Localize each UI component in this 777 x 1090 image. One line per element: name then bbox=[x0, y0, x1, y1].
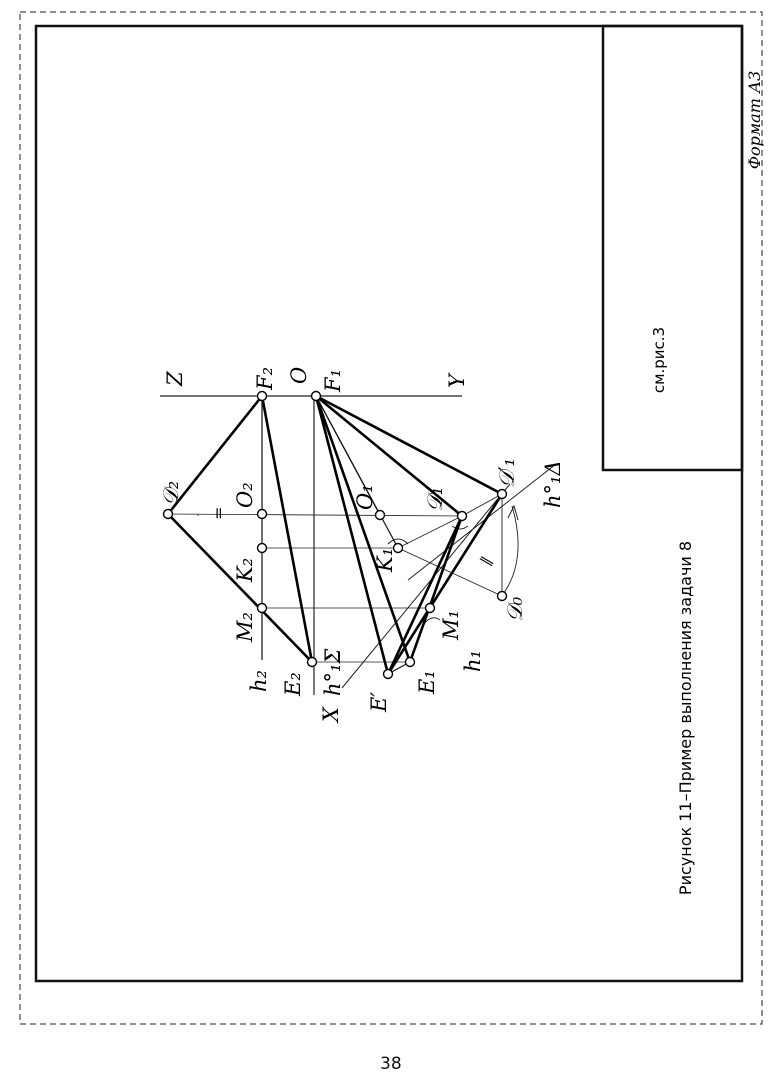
figure-caption: Рисунок 11–Пример выполнения задачи 8 bbox=[676, 541, 695, 895]
label-y: Y bbox=[445, 372, 469, 388]
edge-f1-o1 bbox=[315, 395, 381, 516]
point-m1 bbox=[424, 602, 436, 614]
k1-d0 bbox=[397, 547, 503, 597]
rotation-arrow bbox=[507, 504, 519, 521]
label-h1delta: h°₁Δ bbox=[541, 460, 565, 508]
right-angle-d1 bbox=[451, 525, 469, 530]
edge-d1-e1 bbox=[408, 514, 464, 664]
right-angle-k1 bbox=[387, 538, 409, 545]
point-d1 bbox=[456, 510, 468, 522]
trace-h1delta bbox=[407, 463, 557, 581]
format-label: Формат А3 bbox=[745, 71, 764, 170]
label-x: X bbox=[319, 706, 343, 724]
outer-frame bbox=[19, 11, 763, 1025]
label-f2: F₂ bbox=[253, 367, 277, 391]
edge-d2-e2 bbox=[166, 512, 314, 664]
point-o2 bbox=[256, 508, 268, 520]
label-d1p: 𝒟′₁ bbox=[495, 458, 519, 488]
object-lines bbox=[166, 394, 504, 676]
label-origin: O bbox=[287, 367, 311, 384]
edge-f1-d1 bbox=[314, 394, 464, 518]
label-e2: E₂ bbox=[281, 672, 305, 697]
trace-h1sigma bbox=[341, 483, 511, 689]
mark-double: ‖ bbox=[478, 554, 495, 568]
label-m1: M₁ bbox=[439, 610, 463, 641]
label-o1: O₁ bbox=[353, 484, 377, 510]
edge-f1-e1 bbox=[314, 394, 412, 664]
page-number: 38 bbox=[380, 1054, 402, 1074]
rotation-arc bbox=[501, 505, 519, 597]
point-e2 bbox=[306, 656, 318, 668]
label-ep: E′ bbox=[367, 692, 391, 713]
label-h1sigma: h°₁Σ bbox=[321, 649, 345, 696]
construction bbox=[160, 395, 557, 695]
edge-f2-d2 bbox=[166, 394, 264, 516]
point-d0 bbox=[496, 590, 508, 602]
point-o1 bbox=[374, 509, 386, 521]
label-d1: 𝒟₁ bbox=[423, 487, 447, 512]
inner-frame bbox=[34, 24, 744, 983]
label-e1: E₁ bbox=[415, 670, 439, 695]
points bbox=[162, 390, 508, 680]
label-k1: K₁ bbox=[373, 548, 397, 573]
edge-d1p-ep bbox=[386, 492, 504, 676]
label-o2: O₂ bbox=[233, 482, 257, 508]
point-d2 bbox=[162, 508, 174, 520]
edge-d1-ep bbox=[386, 514, 464, 676]
proj-o bbox=[167, 513, 463, 517]
label-k2: K₂ bbox=[233, 558, 257, 583]
d1-d1p bbox=[461, 493, 503, 517]
point-d1p bbox=[496, 488, 508, 500]
label-d0: 𝒟₀ bbox=[503, 596, 527, 622]
point-e1 bbox=[404, 656, 416, 668]
point-m2 bbox=[256, 602, 268, 614]
label-d2: 𝒟₂ bbox=[159, 481, 183, 506]
title-block bbox=[601, 24, 744, 472]
point-f1 bbox=[310, 390, 322, 402]
point-k1 bbox=[392, 542, 404, 554]
label-h1: h₁ bbox=[461, 650, 485, 672]
labels: Z O Y X F₂ F₁ 𝒟₂ O₂ O₁ 𝒟₁ 𝒟′₁ K₂ K₁ M₂ M… bbox=[159, 367, 565, 724]
point-ep bbox=[382, 668, 394, 680]
label-f1: F₁ bbox=[321, 369, 345, 393]
edge-f1-ep bbox=[314, 394, 390, 676]
edge-f1-d1p bbox=[314, 394, 504, 496]
mark-equal: = bbox=[209, 507, 228, 520]
label-m2: M₂ bbox=[233, 612, 257, 643]
title-block-text: см.рис.3 bbox=[650, 327, 668, 393]
k1-d1 bbox=[397, 515, 463, 549]
label-z: Z bbox=[163, 371, 187, 387]
edge-f2-e2 bbox=[260, 394, 314, 664]
point-f2 bbox=[256, 390, 268, 402]
label-h2: h₂ bbox=[247, 670, 271, 692]
point-k2 bbox=[256, 542, 268, 554]
